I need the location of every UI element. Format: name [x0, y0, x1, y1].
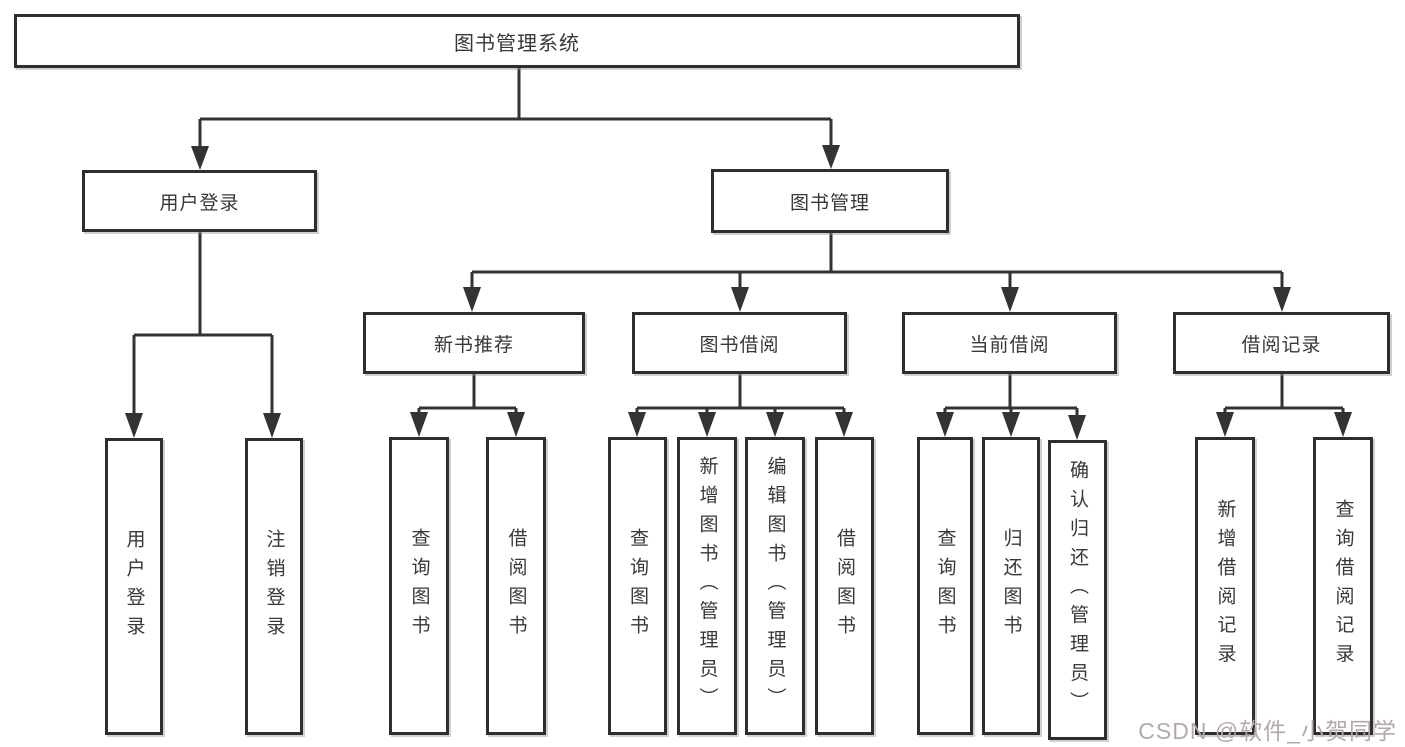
node-borrow-records: 借阅记录 [1173, 312, 1390, 374]
node-leaf-logout: 注销登录 [245, 438, 303, 735]
node-leaf-borrow-books-recommend: 借阅图书 [486, 437, 546, 735]
arrowheads [125, 145, 1352, 440]
node-label: 查询图书 [627, 528, 648, 644]
node-leaf-query-borrow-record: 查询借阅记录 [1313, 437, 1373, 735]
node-current-borrowing: 当前借阅 [902, 312, 1117, 374]
node-new-book-recommend: 新书推荐 [363, 312, 585, 374]
node-label: 新增借阅记录 [1214, 499, 1236, 673]
node-book-management: 图书管理 [711, 169, 949, 233]
node-leaf-add-books-admin: 新增图书（管理员） [677, 437, 737, 735]
node-label: 查询借阅记录 [1332, 499, 1354, 673]
node-label: 图书借阅 [699, 334, 780, 356]
node-leaf-query-books-current: 查询图书 [917, 437, 973, 735]
node-leaf-query-books-recommend: 查询图书 [389, 437, 449, 735]
node-label: 注销登录 [263, 528, 285, 645]
node-label: 编辑图书（管理员） [764, 456, 786, 716]
node-leaf-edit-books-admin: 编辑图书（管理员） [745, 437, 805, 735]
node-leaf-add-borrow-record: 新增借阅记录 [1195, 437, 1255, 735]
node-user-login: 用户登录 [82, 170, 317, 232]
node-label: 借阅图书 [834, 528, 855, 644]
node-leaf-confirm-return-admin: 确认归还（管理员） [1048, 440, 1107, 740]
node-leaf-return-books: 归还图书 [982, 437, 1040, 735]
node-leaf-user-login: 用户登录 [105, 438, 163, 735]
node-label: 查询图书 [408, 528, 430, 644]
node-label: 新书推荐 [433, 334, 514, 356]
node-label: 用户登录 [159, 192, 240, 214]
node-label: 图书管理系统 [454, 32, 580, 55]
node-label: 借阅图书 [505, 528, 527, 644]
node-label: 用户登录 [123, 528, 145, 645]
node-label: 图书管理 [789, 192, 870, 214]
node-book-borrowing: 图书借阅 [632, 312, 847, 374]
node-label: 当前借阅 [969, 334, 1050, 356]
node-label: 查询图书 [934, 528, 956, 644]
node-label: 确认归还（管理员） [1067, 460, 1088, 720]
node-leaf-query-books-borrowing: 查询图书 [608, 437, 667, 735]
node-label: 归还图书 [1000, 528, 1022, 644]
node-library-management-system: 图书管理系统 [14, 14, 1020, 68]
node-label: 新增图书（管理员） [696, 456, 718, 716]
node-leaf-borrow-books: 借阅图书 [815, 437, 874, 735]
node-label: 借阅记录 [1241, 334, 1322, 356]
